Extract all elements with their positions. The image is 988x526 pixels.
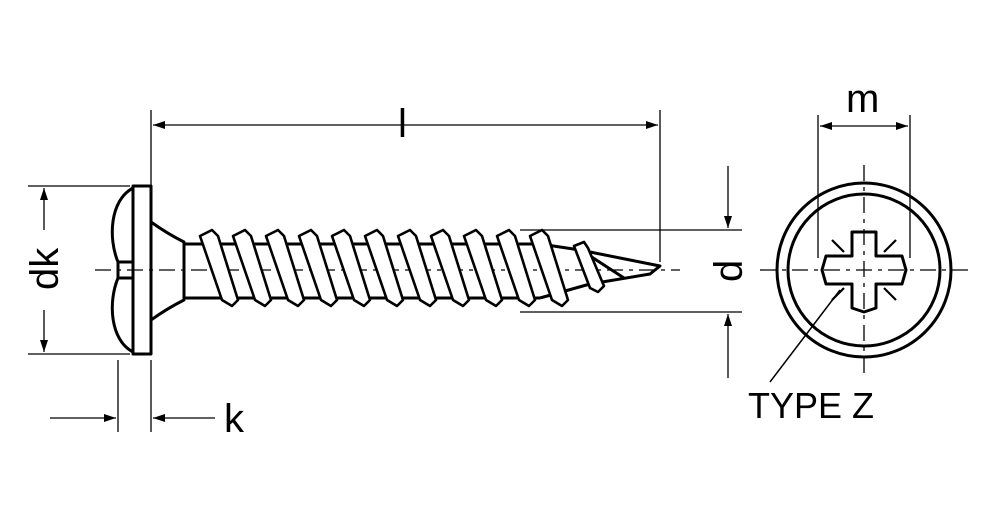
- thread-group: [198, 228, 606, 308]
- thread-crest-tip: [572, 240, 606, 294]
- pozidriv-recess-icon: [820, 230, 908, 314]
- recess-width-label: m: [846, 77, 879, 121]
- thread-crest: [429, 228, 471, 308]
- screw-head-flange: [131, 184, 153, 356]
- thread-crest: [528, 228, 570, 308]
- thread-crest: [396, 228, 438, 308]
- thread-crest: [297, 228, 339, 308]
- recess-tick: [883, 239, 897, 253]
- thread-crest: [363, 228, 405, 308]
- head-outer-circle: [775, 181, 953, 359]
- recess-type-label: TYPE Z: [748, 385, 874, 426]
- head-height-label: k: [224, 397, 245, 441]
- thread-crest: [231, 228, 273, 308]
- head-diameter-label: dk: [23, 247, 67, 290]
- thread-crest: [330, 228, 372, 308]
- thread-crest: [264, 228, 306, 308]
- recess-tick: [831, 239, 845, 253]
- side-view: [95, 184, 680, 356]
- thread-crest: [198, 228, 240, 308]
- type-z-leader: [769, 289, 841, 383]
- thread-crest: [495, 228, 537, 308]
- screw-head-dome: [110, 186, 134, 354]
- thread-diameter-label: d: [707, 260, 751, 282]
- recess-tick: [883, 287, 897, 301]
- head-inner-circle: [786, 192, 942, 348]
- end-view: [760, 115, 968, 383]
- screw-underhead-cone: [150, 220, 186, 322]
- length-label: l: [398, 102, 407, 146]
- thread-crest: [462, 228, 504, 308]
- side-dimensions: [28, 110, 742, 432]
